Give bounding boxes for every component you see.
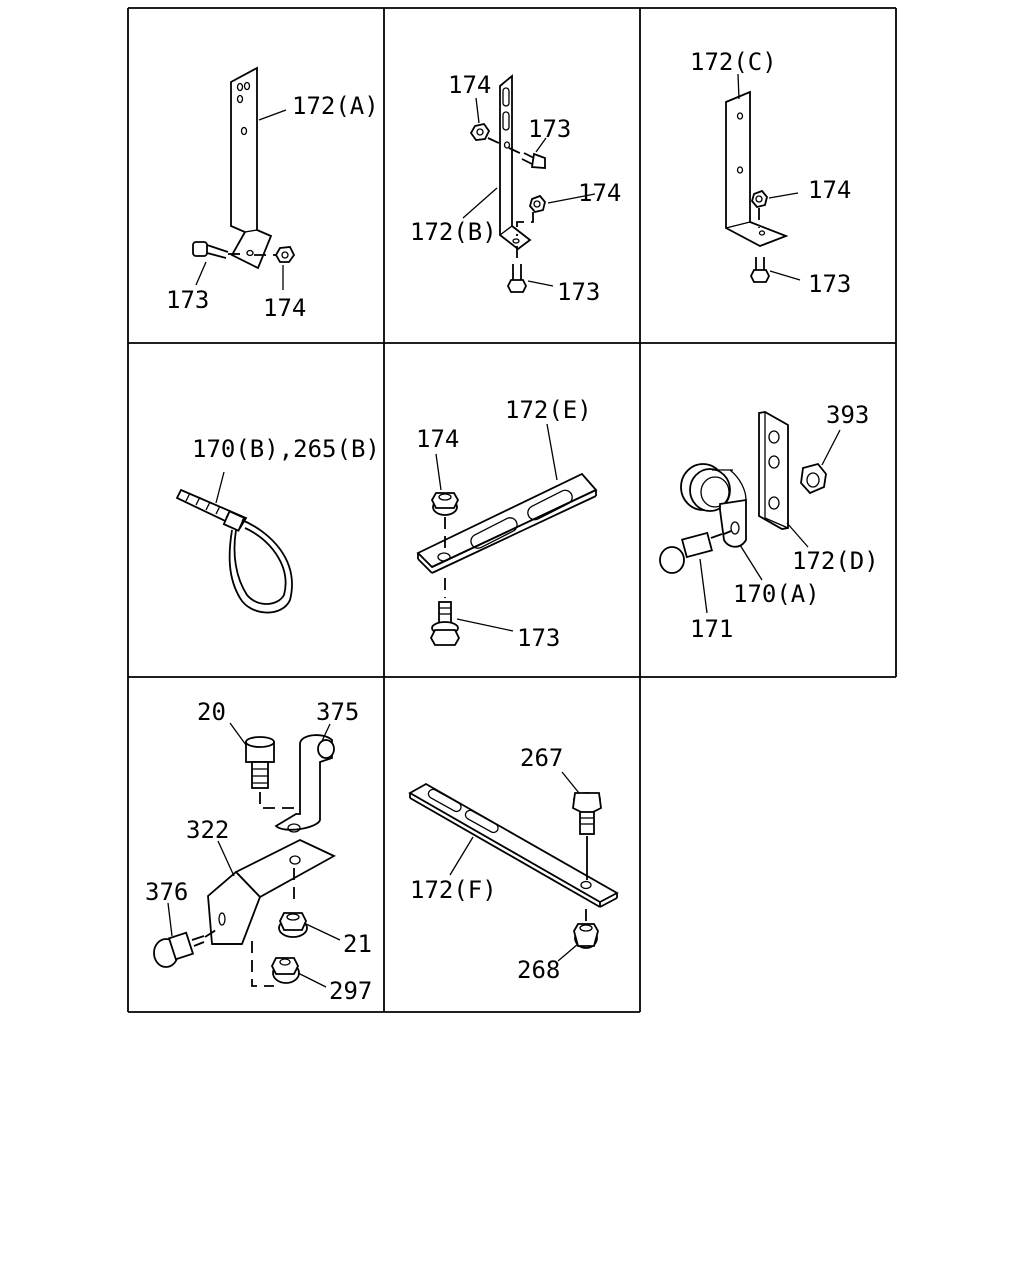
bracket-172b-part [499,74,532,251]
nut-174-part [751,189,768,228]
bolt-173-bottom-part [506,246,528,293]
panel-6: 393 172(D) 170(A) 171 [659,401,879,643]
bolt-173-top-part [508,147,546,169]
label-172f: 172(F) [410,876,497,904]
panel-4: 170(B),265(B) [175,435,380,614]
bolt-171-part [659,530,732,574]
clip-170a-part [680,463,747,548]
collar-297-part [251,941,300,987]
panel-grid [127,7,897,1013]
label-173: 173 [808,270,851,298]
panel-1: 172(A) 173 174 [166,66,379,322]
label-172e: 172(E) [505,396,592,424]
bracket-172f-part [408,782,619,908]
label-268: 268 [517,956,560,984]
nut-268-part [573,909,599,949]
panel-8: 267 172(F) 268 [408,744,619,984]
bracket-172c-part [725,90,789,247]
label-174-right: 174 [578,179,621,207]
label-393: 393 [826,401,869,429]
bolt-267-part [572,792,602,880]
label-172a: 172(A) [292,92,379,120]
label-174: 174 [263,294,306,322]
label-376: 376 [145,878,188,906]
label-267: 267 [520,744,563,772]
nut-21-part [278,912,308,938]
label-322: 322 [186,816,229,844]
label-173: 173 [517,624,560,652]
label-174: 174 [416,425,459,453]
nut-393-part [800,462,827,495]
nut-174-part [430,492,460,550]
bolt-173-part [192,241,246,259]
label-21: 21 [343,930,372,958]
panel-2: 174 173 172(B) 174 173 [410,71,621,306]
bolt-20-part [245,736,295,826]
label-173-bottom: 173 [557,278,600,306]
bracket-322-part [207,838,336,945]
label-375: 375 [316,698,359,726]
panel-3: 172(C) 174 173 [690,48,851,298]
label-band: 170(B),265(B) [192,435,380,463]
bolt-173-part [749,257,771,283]
bracket-172a-part [230,66,273,270]
nut-174-top-part [469,122,506,147]
label-20: 20 [197,698,226,726]
panel-5: 174 172(E) 173 [416,396,598,652]
bracket-172e-part [416,472,598,574]
pipe-375-part [274,734,335,833]
label-170a: 170(A) [733,580,820,608]
label-174: 174 [808,176,851,204]
label-172c: 172(C) [690,48,777,76]
bolt-173-part [429,578,461,646]
label-173: 173 [166,286,209,314]
label-171: 171 [690,615,733,643]
cable-band-part [175,488,293,614]
bracket-172d-part [758,411,789,530]
nut-174-part [254,246,296,263]
label-174-top: 174 [448,71,491,99]
label-173-top: 173 [528,115,571,143]
nut-174-right-part [516,194,546,236]
bolt-376-part [153,929,217,968]
panel-7: 20 375 322 376 21 297 [145,698,372,1005]
label-172d: 172(D) [792,547,879,575]
label-172b: 172(B) [410,218,497,246]
label-297: 297 [329,977,372,1005]
